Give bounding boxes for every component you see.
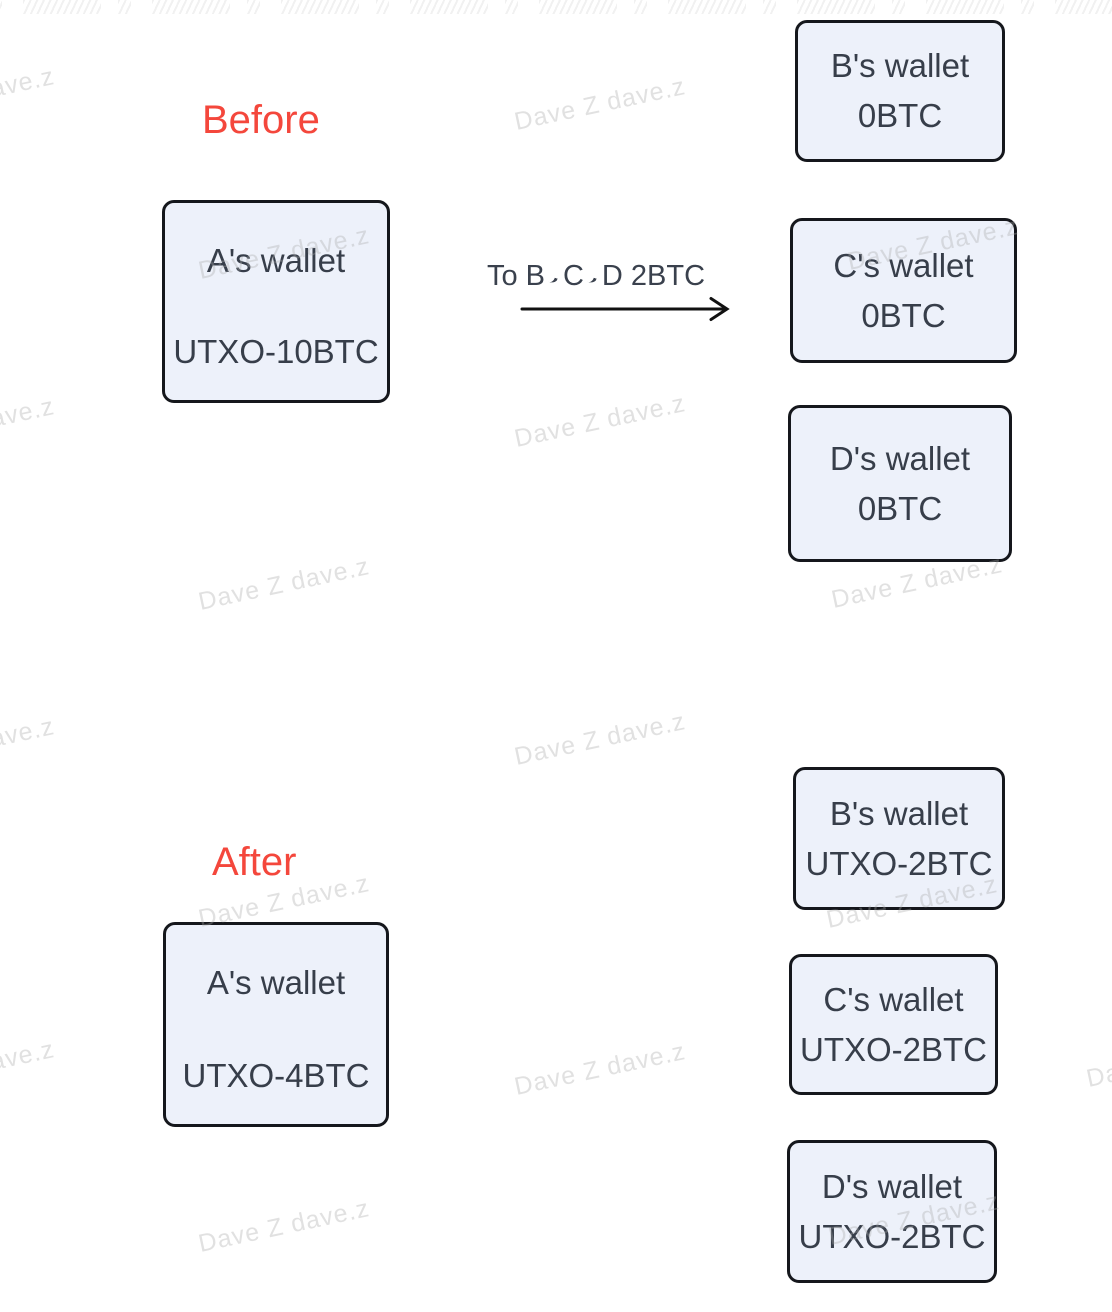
wallet-owner-label: C's wallet <box>833 246 974 284</box>
watermark-hatch-strip <box>634 0 647 14</box>
watermark-hatch-strip <box>376 0 389 14</box>
watermark-text: Dave Z dave.z <box>195 552 373 616</box>
wallet-balance-label: UTXO-2BTC <box>798 1217 986 1255</box>
wallet-owner-label: D's wallet <box>829 439 971 477</box>
ideographic-comma <box>545 256 563 285</box>
wallet-owner-label: A's wallet <box>206 964 346 1001</box>
wallet-owner-label: D's wallet <box>821 1167 963 1205</box>
wallet-balance-label: UTXO-10BTC <box>173 333 379 370</box>
wallet-balance-label: 0BTC <box>857 97 943 134</box>
ideographic-comma <box>584 256 602 285</box>
watermark-hatch-strip <box>505 0 518 14</box>
after-section-title: After <box>212 840 297 884</box>
watermark-hatch-strip <box>926 0 1004 14</box>
watermark-text: Dave Z dave.z <box>1083 1029 1112 1093</box>
watermark-text: Dave Z dave.z <box>0 712 58 776</box>
wallet-owner-label: C's wallet <box>823 980 964 1018</box>
watermark-text: Dave Z dave.z <box>195 1194 373 1258</box>
watermark-text: Dave Z dave.z <box>511 1037 689 1101</box>
wallet-balance-label: 0BTC <box>857 489 943 527</box>
watermark-hatch-strip <box>118 0 131 14</box>
watermark-hatch-strip <box>763 0 776 14</box>
watermark-text: Dave Z dave.z <box>0 62 58 126</box>
watermark-hatch-strip <box>1021 0 1034 14</box>
watermark-hatch-strip <box>152 0 230 14</box>
watermark-hatch-strip <box>0 0 2 14</box>
wallet-owner-label: A's wallet <box>206 242 346 279</box>
wallet-card-b-after: B's wallet UTXO-2BTC <box>793 767 1005 910</box>
wallet-card-a-before: A's wallet UTXO-10BTC <box>162 200 390 403</box>
watermark-text: Dave Z dave.z <box>0 1035 58 1099</box>
watermark-text: Dave Z dave.z <box>511 707 689 771</box>
wallet-card-b-before: B's wallet 0BTC <box>795 20 1005 162</box>
wallet-balance-label: UTXO-4BTC <box>182 1057 370 1094</box>
watermark-hatch-strip <box>539 0 617 14</box>
watermark-hatch-strip <box>668 0 746 14</box>
watermark-hatch-strip <box>892 0 905 14</box>
wallet-owner-label: B's wallet <box>830 47 970 84</box>
watermark-hatch-strip <box>247 0 260 14</box>
wallet-card-c-before: C's wallet 0BTC <box>790 218 1017 363</box>
wallet-balance-label: UTXO-2BTC <box>799 1030 987 1068</box>
wallet-balance-label: UTXO-2BTC <box>805 844 993 882</box>
wallet-balance-label: 0BTC <box>861 296 946 334</box>
watermark-hatch-strip <box>23 0 101 14</box>
watermark-text: Dave Z dave.z <box>511 72 689 136</box>
watermark-text: Dave Z dave.z <box>0 392 58 456</box>
wallet-card-a-after: A's wallet UTXO-4BTC <box>163 922 389 1127</box>
watermark-text: Dave Z dave.z <box>511 389 689 453</box>
watermark-hatch-strip <box>1055 0 1112 14</box>
wallet-card-d-after: D's wallet UTXO-2BTC <box>787 1140 997 1283</box>
watermark-hatch-strip <box>281 0 359 14</box>
wallet-owner-label: B's wallet <box>829 794 969 832</box>
wallet-card-d-before: D's wallet 0BTC <box>788 405 1012 562</box>
transfer-arrow <box>520 297 730 321</box>
before-section-title: Before <box>202 98 320 142</box>
wallet-card-c-after: C's wallet UTXO-2BTC <box>789 954 998 1095</box>
watermark-hatch-strip <box>410 0 488 14</box>
watermark-hatch-strip <box>797 0 875 14</box>
